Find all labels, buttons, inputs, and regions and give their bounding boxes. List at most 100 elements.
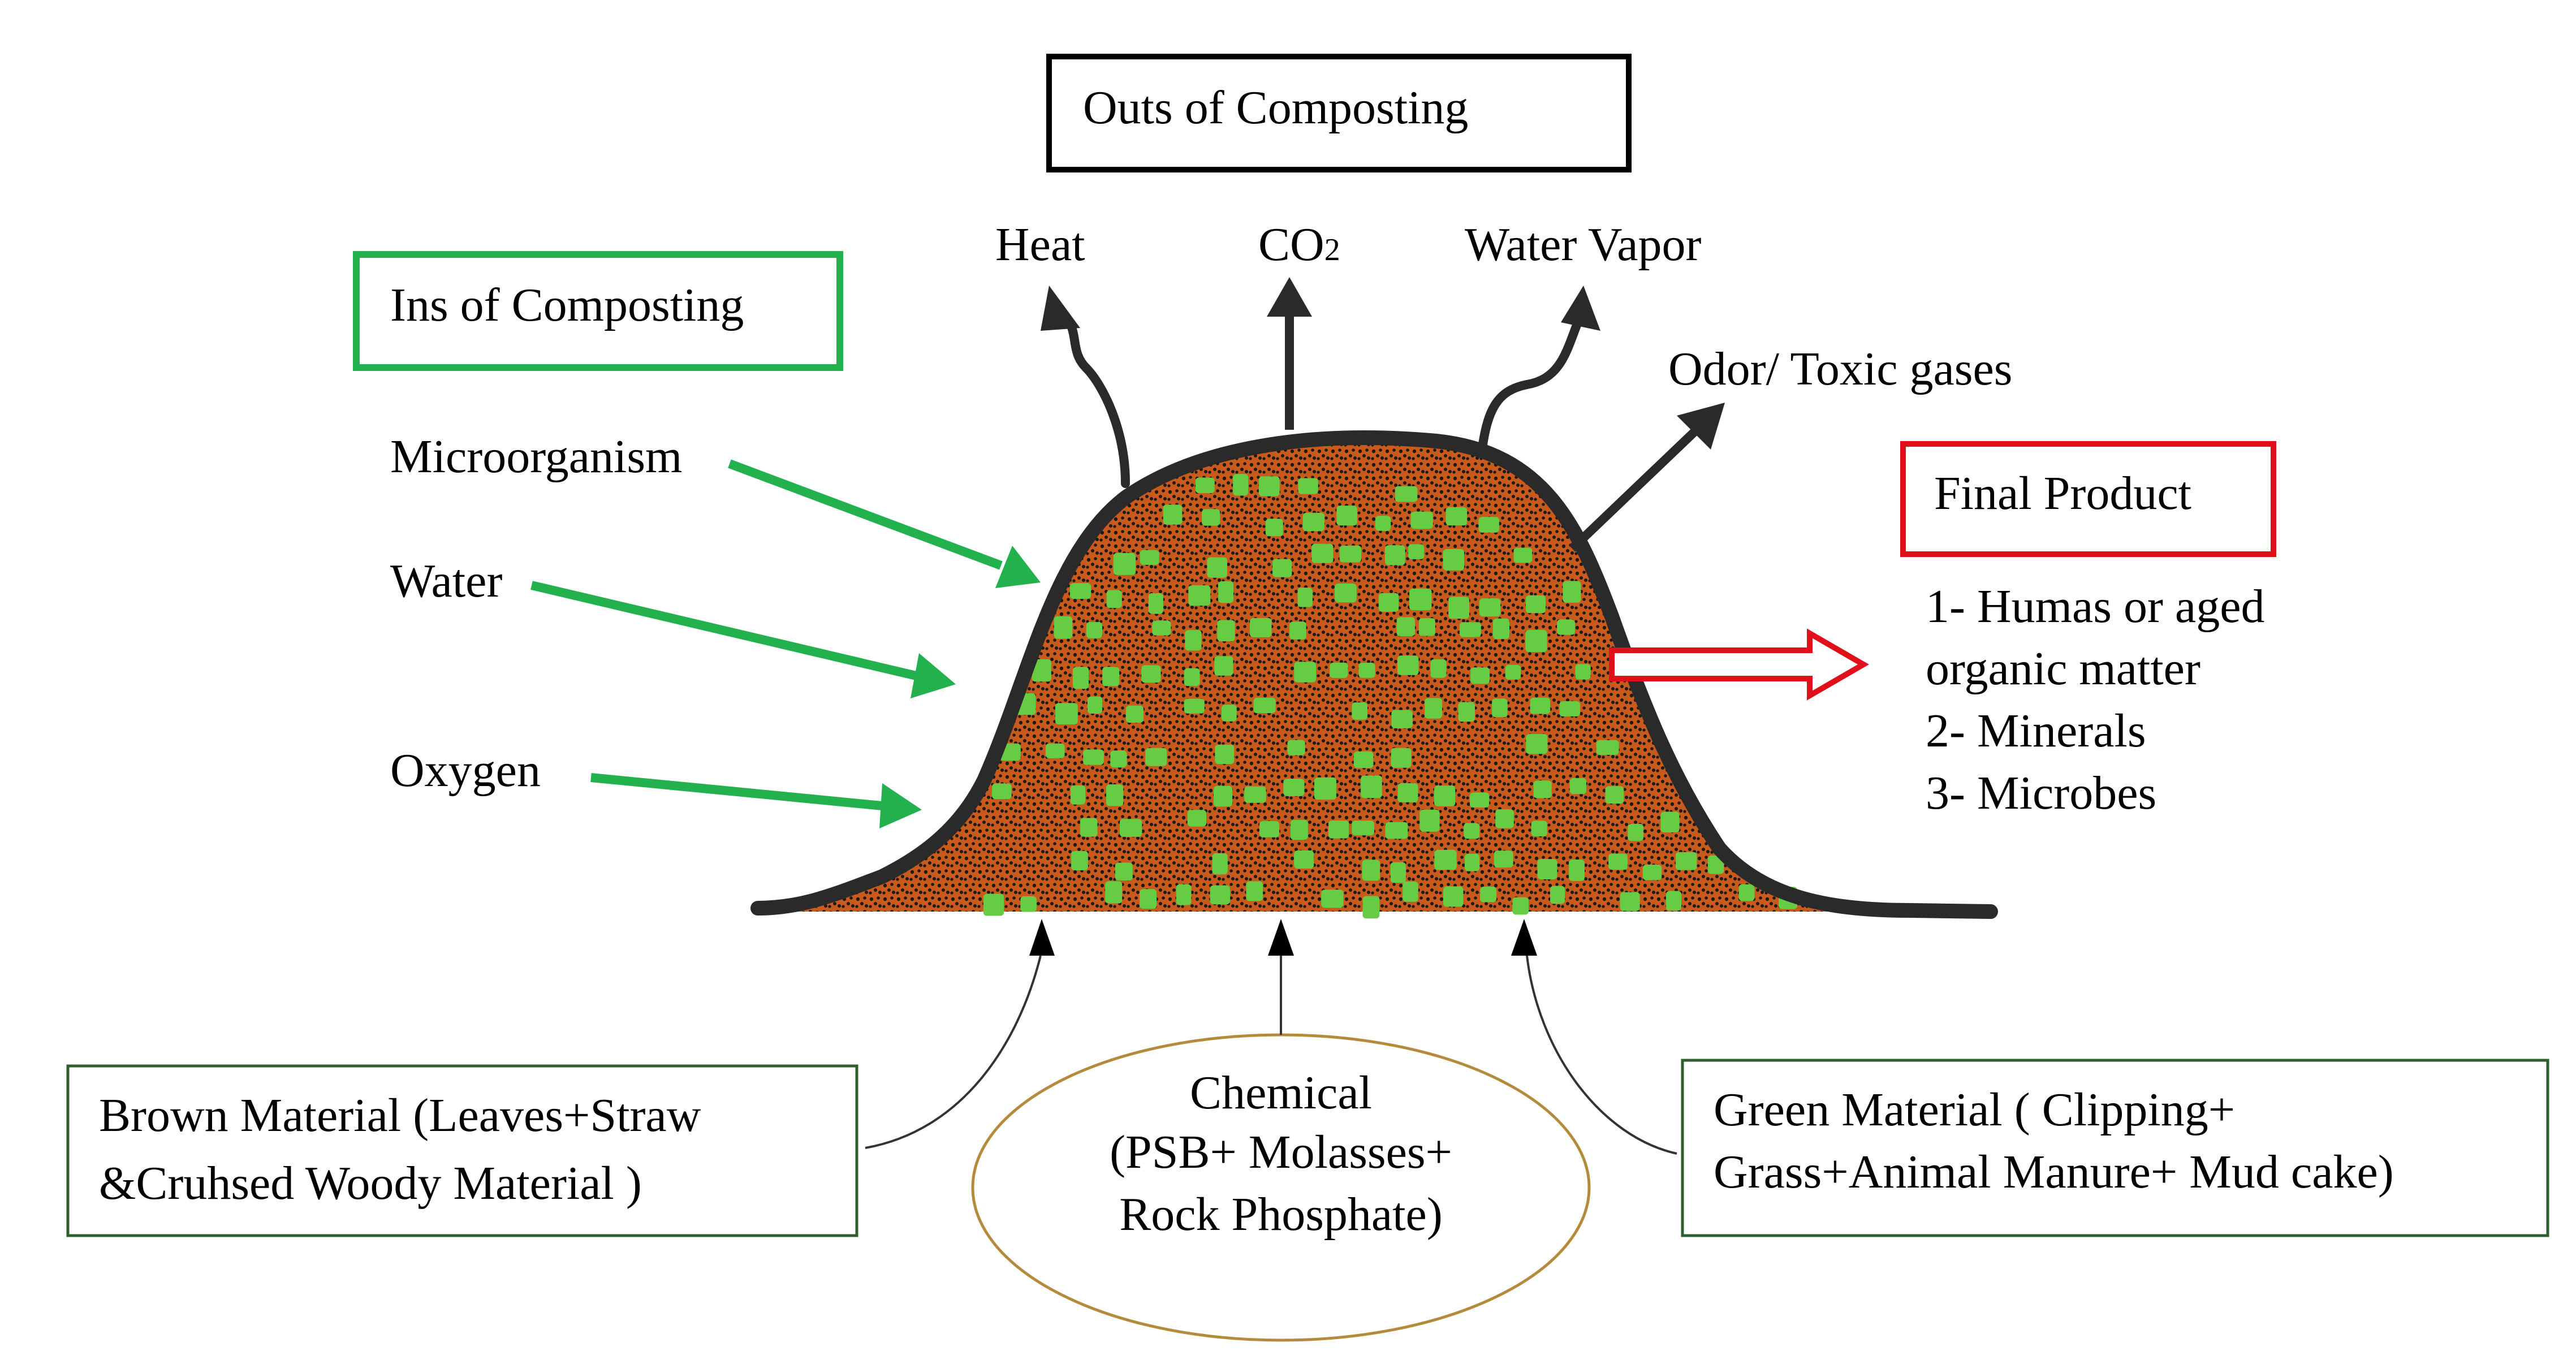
green-granule: [1106, 784, 1124, 806]
green-granule: [1628, 823, 1643, 841]
green-granule: [1533, 780, 1552, 798]
green-granule: [1217, 620, 1235, 642]
green-granule: [1265, 519, 1283, 537]
green-granule: [1148, 593, 1163, 614]
green-granule: [1526, 734, 1548, 754]
green-granule: [1605, 786, 1624, 804]
green-granule: [1020, 896, 1037, 912]
heat-arrow: [1059, 312, 1130, 488]
green-granule: [1397, 783, 1418, 802]
green-granule: [1246, 881, 1263, 901]
co2-main: CO: [1258, 218, 1324, 271]
water-label: Water: [390, 555, 502, 607]
green-granule: [1195, 477, 1215, 494]
green-granule: [1569, 778, 1586, 795]
brown-material-line-2: &Cruhsed Woody Material ): [99, 1157, 642, 1210]
green-granule: [1106, 590, 1122, 608]
green-granule: [1187, 810, 1206, 827]
green-granule: [1163, 504, 1183, 525]
green-granule: [1110, 750, 1127, 768]
microorganism-label: Microorganism: [390, 430, 682, 483]
green-granule: [1434, 785, 1456, 806]
chemical-line-3: Rock Phosphate): [1119, 1188, 1443, 1241]
green-granule: [1464, 853, 1480, 871]
green-granule: [1297, 588, 1313, 607]
green-granule: [1557, 619, 1575, 635]
green-granule: [1569, 860, 1585, 881]
green-granule: [1120, 819, 1142, 837]
chemical-ellipse: Chemical (PSB+ Molasses+ Rock Phosphate): [971, 1033, 1591, 1342]
chemical-line-2: (PSB+ Molasses+: [1110, 1126, 1452, 1178]
green-granule: [1298, 478, 1318, 494]
chemical-line-1: Chemical: [1190, 1067, 1372, 1119]
green-granule: [1642, 865, 1662, 880]
outs-arrows: [1041, 277, 1725, 552]
co2-label: CO2: [1258, 218, 1340, 271]
green-granule: [1385, 822, 1408, 839]
oxygen-label: Oxygen: [390, 744, 541, 797]
green-granule: [1575, 664, 1591, 680]
green-granule: [1391, 748, 1412, 768]
green-granule: [1188, 585, 1211, 606]
green-granule: [983, 893, 1004, 916]
green-granule: [1505, 664, 1521, 680]
green-granule: [1620, 892, 1640, 911]
odor-label: Odor/ Toxic gases: [1668, 343, 2012, 395]
green-granule: [1352, 702, 1367, 720]
green-granule: [1140, 889, 1157, 909]
water-arrow: [530, 581, 917, 680]
green-material-box: Green Material ( Clipping+ Grass+Animal …: [1681, 1059, 2549, 1237]
green-granule: [1115, 862, 1133, 881]
green-granule: [1314, 777, 1336, 800]
green-granule: [1113, 552, 1136, 575]
final-product-title: Final Product: [1934, 467, 2191, 520]
green-granule: [1608, 853, 1628, 870]
green-granule: [1070, 583, 1091, 599]
green-granule: [1494, 850, 1513, 868]
green-granule: [1054, 616, 1073, 639]
water-vapor-arrowhead: [1561, 286, 1600, 331]
green-granule: [1259, 821, 1280, 837]
green-granule: [1141, 665, 1161, 683]
brown-material-arrow: [865, 955, 1042, 1149]
water-vapor-arrow: [1477, 318, 1582, 457]
green-granule: [1244, 786, 1266, 803]
green-granule: [1080, 818, 1098, 837]
final-product-box: Final Product: [1900, 441, 2276, 557]
green-granule: [1358, 663, 1375, 678]
green-granule: [992, 783, 1012, 800]
green-granule: [1478, 517, 1499, 533]
green-granule: [1425, 698, 1443, 719]
green-granule: [1660, 811, 1680, 833]
green-granule: [1311, 543, 1334, 563]
green-granule: [1410, 511, 1433, 529]
green-granule: [1397, 655, 1419, 675]
pile-outline: [750, 430, 1998, 919]
green-granule: [1289, 621, 1306, 640]
brown-material-box: Brown Material (Leaves+Straw &Cruhsed Wo…: [66, 1064, 858, 1237]
green-granule: [1563, 581, 1581, 603]
green-granule: [1055, 703, 1078, 725]
green-granule: [1443, 549, 1465, 571]
green-granule: [1738, 884, 1755, 901]
green-granule: [1378, 593, 1399, 612]
co2-arrowhead: [1267, 277, 1312, 317]
green-granule: [1391, 710, 1413, 728]
green-material-arrow: [1526, 955, 1677, 1155]
green-granule: [1470, 667, 1490, 684]
green-granule: [1283, 779, 1305, 796]
chemical-arrowhead: [1268, 919, 1294, 956]
green-granule: [1362, 860, 1380, 881]
odor-arrowhead: [1677, 403, 1725, 450]
green-granule: [1330, 662, 1348, 678]
water-arrowhead: [911, 653, 956, 698]
green-granule: [1596, 740, 1619, 755]
ins-arrows: [530, 459, 1041, 828]
green-granule: [1492, 698, 1508, 718]
green-granule: [1361, 775, 1382, 798]
green-granule: [1384, 545, 1405, 565]
ins-title-box: Ins of Composting: [353, 251, 843, 371]
green-granule: [1512, 897, 1529, 915]
green-granule: [1336, 506, 1357, 526]
